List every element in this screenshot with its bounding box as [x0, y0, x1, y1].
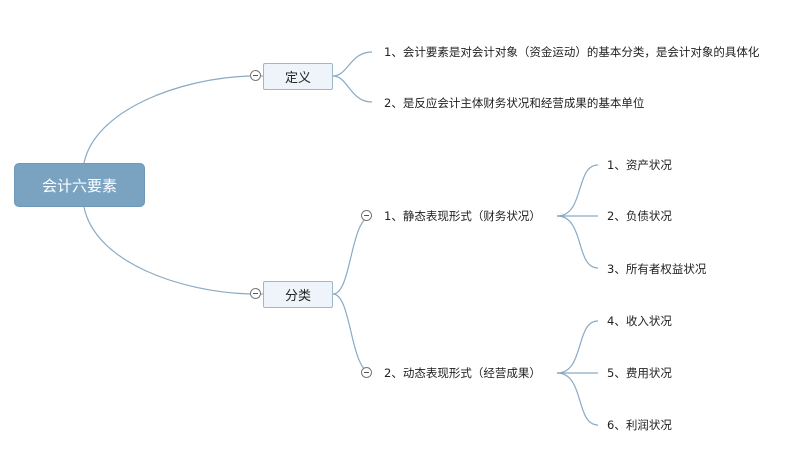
group-2-item-2[interactable]: 5、费用状况 — [607, 366, 672, 380]
group-2-label[interactable]: 2、动态表现形式（经营成果） — [384, 366, 541, 380]
collapse-toggle-classification[interactable] — [250, 288, 261, 299]
connector-group1-item-1 — [556, 164, 599, 217]
group-2-item-1[interactable]: 4、收入状况 — [607, 314, 672, 328]
root-node-label: 会计六要素 — [41, 176, 117, 195]
definition-node-label: 定义 — [284, 71, 311, 86]
group-1-item-1[interactable]: 1、资产状况 — [607, 158, 672, 172]
classification-node[interactable]: 分类 — [263, 281, 333, 308]
classification-node-label: 分类 — [284, 289, 311, 304]
collapse-toggle-definition[interactable] — [250, 70, 261, 81]
collapse-toggle-group-2[interactable] — [361, 367, 372, 378]
connector-definition-item-2 — [332, 75, 373, 103]
connector-classification-group-2 — [332, 293, 373, 374]
group-1-label[interactable]: 1、静态表现形式（财务状况） — [384, 209, 541, 223]
connector-root-classification — [83, 206, 251, 295]
root-node[interactable]: 会计六要素 — [14, 163, 145, 207]
group-2-item-3[interactable]: 6、利润状况 — [607, 418, 672, 432]
connector-classification-group-1 — [332, 215, 373, 295]
connector-group1-item-3 — [556, 215, 599, 269]
collapse-toggle-group-1[interactable] — [361, 210, 372, 221]
definition-node[interactable]: 定义 — [263, 63, 333, 90]
definition-item-1[interactable]: 1、会计要素是对会计对象（资金运动）的基本分类，是会计对象的具体化 — [384, 45, 760, 59]
group-1-item-3[interactable]: 3、所有者权益状况 — [607, 262, 707, 276]
connector-group2-item-1 — [556, 320, 599, 374]
connector-definition-item-1 — [332, 51, 373, 77]
connector-group2-item-3 — [556, 372, 599, 426]
definition-item-2[interactable]: 2、是反应会计主体财务状况和经营成果的基本单位 — [384, 96, 645, 110]
connector-root-definition — [83, 75, 251, 164]
group-1-item-2[interactable]: 2、负债状况 — [607, 209, 672, 223]
